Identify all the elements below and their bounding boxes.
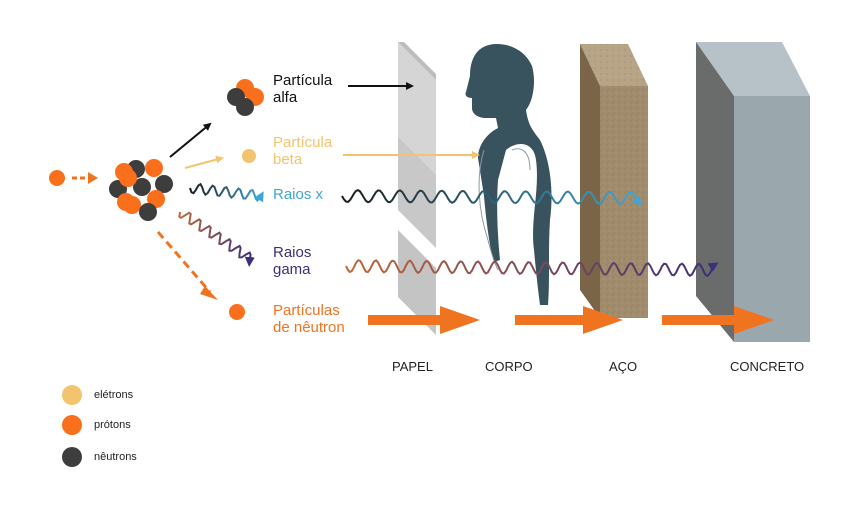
body-label: CORPO <box>485 359 533 374</box>
body-silhouette <box>465 44 552 305</box>
xray-label: Raios x <box>273 186 324 203</box>
electron-icon <box>62 385 82 405</box>
legend-electrons: elétrons <box>62 384 133 406</box>
incoming-neutron <box>49 170 98 186</box>
beta-emission-arrow <box>184 155 224 169</box>
gamma-path-wave <box>345 259 719 277</box>
alpha-particle <box>227 79 264 116</box>
proton-icon <box>62 415 82 435</box>
xray-emission-wave <box>189 182 264 203</box>
paper-label: PAPEL <box>392 359 433 374</box>
legend-protons: prótons <box>62 414 131 436</box>
beta-particle <box>242 149 256 163</box>
neutron-emission-arrow <box>156 231 218 300</box>
concrete-label: CONCRETO <box>730 359 805 374</box>
alpha-emission-arrow <box>169 122 212 158</box>
steel-label: AÇO <box>609 359 638 374</box>
concrete-shield <box>696 42 810 342</box>
gamma-emission-wave <box>178 211 255 267</box>
steel-shield <box>580 44 648 318</box>
neutron-icon <box>62 447 82 467</box>
neutron-particle <box>229 304 245 320</box>
xray-path-wave <box>341 188 643 206</box>
atomic-nucleus <box>109 159 173 221</box>
neutron-path-arrows <box>368 306 774 334</box>
legend-neutrons: nêutrons <box>62 446 137 468</box>
